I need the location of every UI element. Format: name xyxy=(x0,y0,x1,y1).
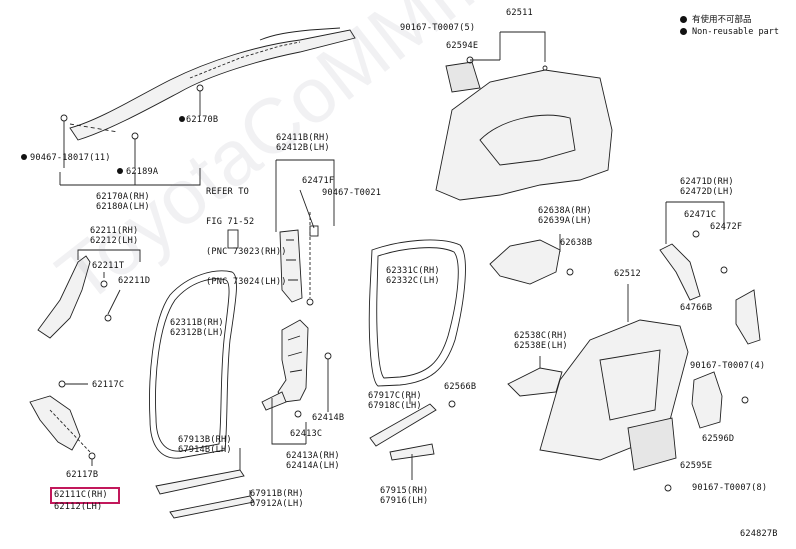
part-label[interactable]: 64766B xyxy=(680,303,713,313)
part-label[interactable]: 62117B xyxy=(66,470,99,480)
part-label[interactable]: 62311B(RH) xyxy=(170,318,224,328)
legend: 有使用不可部品 Non-reusable part xyxy=(680,14,779,38)
refer-line4: (PNC 73024(LH)) xyxy=(206,277,287,287)
part-label[interactable]: 62472F xyxy=(710,222,743,232)
refer-line2: FIG 71-52 xyxy=(206,217,255,227)
part-label[interactable]: 90467-T0021 xyxy=(322,188,382,198)
door-weatherstrip-rear xyxy=(368,239,466,387)
refer-line1: REFER TO xyxy=(206,187,249,197)
part-label[interactable]: 62211D xyxy=(118,276,151,286)
quarter-trim-panel xyxy=(435,56,613,201)
part-label[interactable]: 67913B(RH) xyxy=(178,435,232,445)
part-label[interactable]: 62212(LH) xyxy=(90,236,139,246)
part-label[interactable]: 62211T xyxy=(92,261,125,271)
refer-line3: (PNC 73023(RH)) xyxy=(206,247,287,257)
part-label[interactable]: 67915(RH) xyxy=(380,486,429,496)
part-label[interactable]: 62538C(RH) xyxy=(514,331,568,341)
legend-text-en: Non-reusable part xyxy=(692,27,779,37)
part-label[interactable]: 62639A(LH) xyxy=(538,216,592,226)
part-label[interactable]: 67916(LH) xyxy=(380,496,429,506)
part-label[interactable]: 62332C(LH) xyxy=(386,276,440,286)
part-label[interactable]: 67914B(LH) xyxy=(178,445,232,455)
refer-to-note[interactable]: REFER TO FIG 71-52 (PNC 73023(RH)) (PNC … xyxy=(206,167,287,297)
part-label[interactable]: 62414B xyxy=(312,413,345,423)
part-label[interactable]: 62566B xyxy=(444,382,477,392)
part-label[interactable]: 67911B(RH) xyxy=(250,489,304,499)
part-label[interactable]: 62595E xyxy=(680,461,713,471)
part-label[interactable]: 90467-18017(11) xyxy=(30,153,111,163)
bullet-icon xyxy=(680,28,687,35)
part-label[interactable]: 62471F xyxy=(302,176,335,186)
pillar-garnish-lower xyxy=(261,319,332,418)
part-label[interactable]: 62638B xyxy=(560,238,593,248)
legend-text-jp: 有使用不可部品 xyxy=(692,15,752,25)
speaker-grille xyxy=(691,371,723,429)
part-label[interactable]: 62189A xyxy=(126,167,159,177)
cowl-side-trim xyxy=(29,380,96,460)
part-label[interactable]: 62538E(LH) xyxy=(514,341,568,351)
part-label[interactable]: 62170B xyxy=(186,115,219,125)
part-label[interactable]: 62412B(LH) xyxy=(276,143,330,153)
part-label[interactable]: 62472D(LH) xyxy=(680,187,734,197)
a-pillar-garnish xyxy=(37,255,112,339)
scuff-plate-front xyxy=(155,469,245,495)
part-label[interactable]: 62331C(RH) xyxy=(386,266,440,276)
part-label[interactable]: 62512 xyxy=(614,269,641,279)
part-label[interactable]: 90167-T0007(5) xyxy=(400,23,476,33)
lower-quarter-trim xyxy=(539,319,749,492)
part-label[interactable]: 62211(RH) xyxy=(90,226,139,236)
bullet-icon xyxy=(680,16,687,23)
part-label[interactable]: 62638A(RH) xyxy=(538,206,592,216)
part-label[interactable]: 62471D(RH) xyxy=(680,177,734,187)
part-label[interactable]: 62596D xyxy=(702,434,735,444)
part-label[interactable]: 67912A(LH) xyxy=(250,499,304,509)
part-label[interactable]: 62511 xyxy=(506,8,533,18)
part-label[interactable]: 90167-T0007(4) xyxy=(690,361,766,371)
part-label-selected[interactable]: 62111C(RH) xyxy=(54,490,108,500)
door-weatherstrip-front xyxy=(149,270,237,459)
part-label[interactable]: 67918C(LH) xyxy=(368,401,422,411)
legend-item-en: Non-reusable part xyxy=(680,26,779,38)
scuff-plate-rear xyxy=(369,403,437,447)
part-label[interactable]: 62170A(RH) xyxy=(96,192,150,202)
diagram-id: 624827B xyxy=(740,529,778,539)
part-label[interactable]: 62312B(LH) xyxy=(170,328,224,338)
part-label[interactable]: 62411B(RH) xyxy=(276,133,330,143)
part-label[interactable]: 62112(LH) xyxy=(54,502,103,512)
part-label[interactable]: 62413A(RH) xyxy=(286,451,340,461)
highlight-box xyxy=(50,487,120,504)
part-label[interactable]: 62117C xyxy=(92,380,125,390)
part-label[interactable]: 62413C xyxy=(290,429,323,439)
legend-item-jp: 有使用不可部品 xyxy=(680,14,779,26)
part-label[interactable]: 90167-T0007(8) xyxy=(692,483,768,493)
part-label[interactable]: 67917C(RH) xyxy=(368,391,422,401)
part-label[interactable]: 62414A(LH) xyxy=(286,461,340,471)
part-label[interactable]: 62471C xyxy=(684,210,717,220)
part-label[interactable]: 62594E xyxy=(446,41,479,51)
pillar-garnish-upper xyxy=(227,225,319,306)
part-label[interactable]: 62180A(LH) xyxy=(96,202,150,212)
